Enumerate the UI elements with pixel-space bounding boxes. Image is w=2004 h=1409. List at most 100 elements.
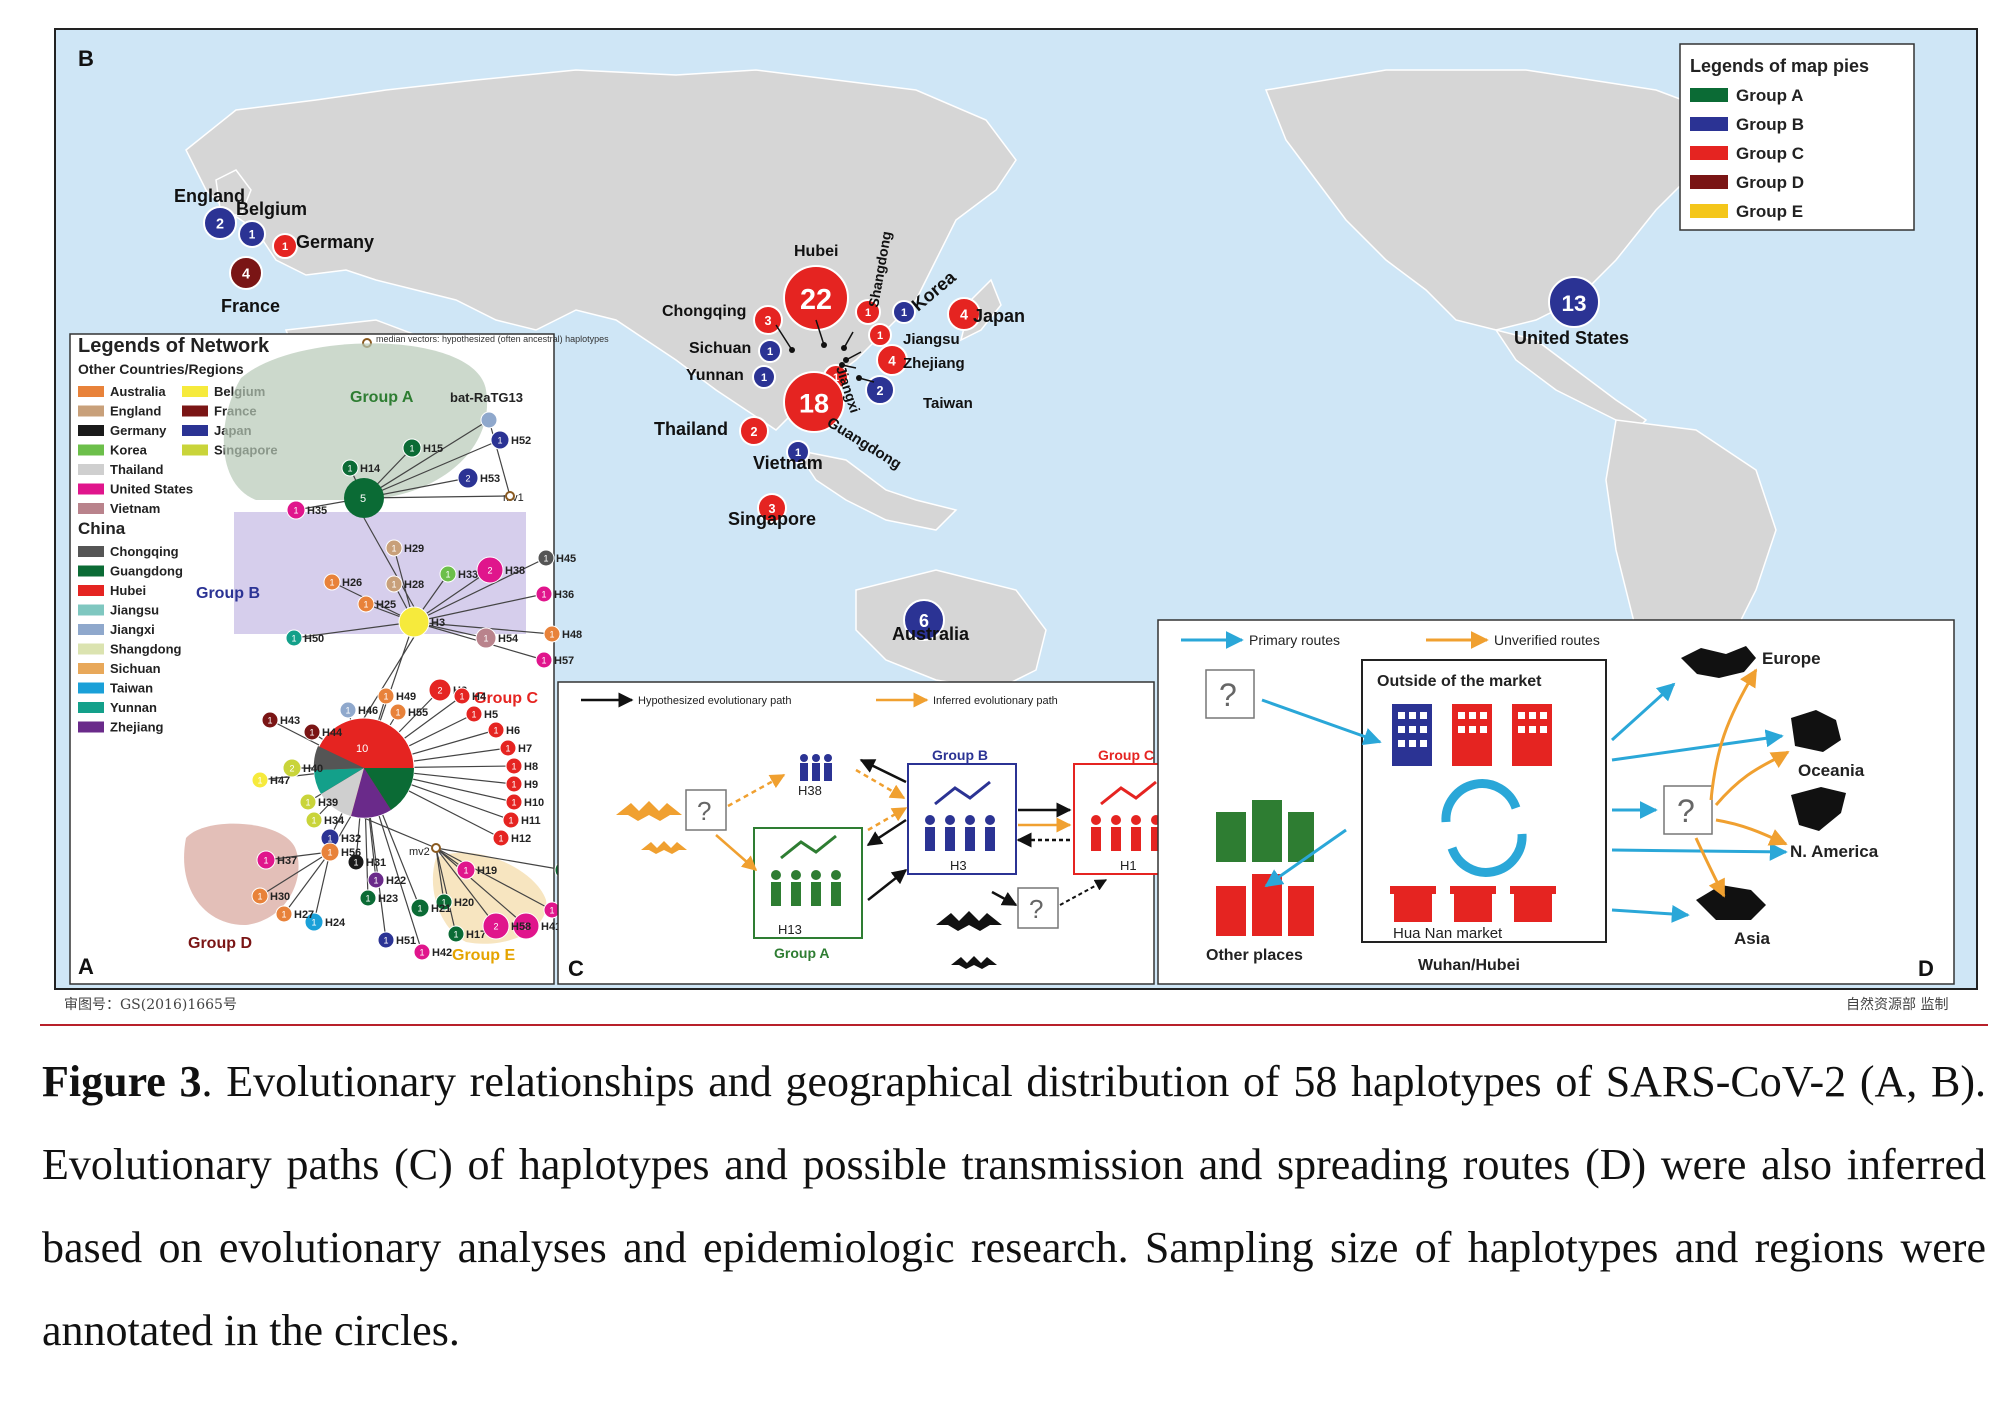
label-chongqing: Chongqing — [662, 303, 746, 320]
pie-count-sichuan: 1 — [767, 346, 773, 358]
node-h7 — [499, 739, 517, 757]
edge-h27 — [283, 851, 331, 915]
unknown-bat-box — [1017, 887, 1059, 929]
h1-slice-chongqing — [313, 746, 364, 770]
node-label-h22: H22 — [386, 875, 406, 887]
edge-h30 — [259, 851, 331, 897]
node-count-h56: 1 — [327, 848, 332, 858]
node-count-h57: 1 — [541, 656, 546, 666]
node-h42 — [413, 943, 431, 961]
node-count-h19: 1 — [463, 866, 468, 876]
node-label-h55: H55 — [408, 707, 428, 719]
panel-label-d: D — [1918, 956, 1934, 981]
network-nodes: 2H2H31H41H51H61H71H81H91H101H111H121H141… — [251, 430, 595, 961]
label-australia: Australia — [892, 624, 970, 644]
node-h49 — [377, 687, 395, 705]
group-c-box-title: Group C — [1098, 747, 1154, 763]
label-sichuan: Sichuan — [689, 340, 751, 357]
map-legend-title: Legends of map pies — [1690, 56, 1869, 76]
node-count-h30: 1 — [257, 892, 262, 902]
unknown-origin-box — [1205, 669, 1255, 719]
pie-shangdong — [855, 299, 881, 325]
node-h33 — [439, 565, 457, 583]
outside-market-label: Outside of the market — [1377, 673, 1542, 690]
namerica-label: N. America — [1790, 842, 1879, 861]
pie-taiwan — [865, 375, 895, 405]
unverified-route-arrows — [1694, 668, 1790, 898]
edge-h1-mv2 — [363, 817, 437, 849]
edge-h13-h3 — [363, 517, 415, 608]
label-singapore: Singapore — [728, 509, 816, 529]
group-a-region — [223, 343, 488, 500]
pie-count-korea: 1 — [901, 307, 907, 319]
node-count-h53: 2 — [465, 474, 470, 484]
node-h53 — [457, 467, 479, 489]
node-label-h27: H27 — [294, 909, 314, 921]
pie-count-singapore: 3 — [768, 502, 775, 516]
edge-h24 — [313, 851, 331, 923]
cycle-icon — [1441, 779, 1527, 877]
h13-box-label: H13 — [778, 922, 802, 937]
node-label-h20: H20 — [454, 897, 474, 909]
pie-count-chongqing: 3 — [764, 314, 771, 328]
legend-label-group-c: Group C — [1736, 144, 1804, 163]
node-h29 — [385, 539, 403, 557]
legend-swatch-group-c — [1690, 146, 1728, 160]
edge-h20 — [435, 847, 445, 903]
other-regions-title: Other Countries/Regions — [78, 361, 244, 377]
node-h28 — [385, 575, 403, 593]
legend-label-group-a: Group A — [1736, 86, 1803, 105]
oceania-label: Oceania — [1798, 761, 1865, 780]
node-label-h24: H24 — [325, 917, 346, 929]
node-h57 — [535, 651, 553, 669]
node-label-h54: H54 — [498, 633, 519, 645]
europe-icon — [1681, 646, 1756, 678]
node-label-h42: H42 — [432, 947, 452, 959]
other-places-buildings — [1216, 800, 1314, 936]
node-h11 — [502, 811, 520, 829]
node-label-h53: H53 — [480, 473, 500, 485]
pie-australia — [903, 599, 945, 641]
caption-text: . Evolutionary relationships and geograp… — [42, 1057, 1986, 1355]
node-count-h54: 1 — [483, 634, 488, 644]
legend-label-group-e: Group E — [1736, 202, 1803, 221]
node-label-h56: H56 — [341, 847, 361, 859]
node-label-h28: H28 — [404, 579, 424, 591]
legend-swatch-chongqing — [78, 546, 104, 557]
continent-silhouettes — [1681, 646, 1846, 920]
mv2-label: mv2 — [409, 846, 430, 858]
legend-swatch-australia — [78, 386, 104, 397]
group-d-region — [184, 823, 299, 926]
legend-label-chongqing: Chongqing — [110, 544, 179, 559]
evolution-arrows — [715, 758, 1108, 907]
node-label-h17: H17 — [466, 929, 486, 941]
node-count-h35: 1 — [293, 506, 298, 516]
group-a-people-icon — [771, 834, 841, 906]
legend-label-zhejiang: Zhejiang — [110, 720, 164, 735]
legend-swatch-thailand — [78, 464, 104, 475]
node-h6 — [487, 721, 505, 739]
node-h47 — [251, 771, 269, 789]
node-label-h12: H12 — [511, 833, 531, 845]
legend-swatch-singapore — [182, 444, 208, 456]
pie-count-belgium: 1 — [249, 229, 256, 242]
pie-count-thailand: 2 — [750, 425, 757, 439]
legend-inferred: Inferred evolutionary path — [933, 695, 1058, 707]
node-h17 — [447, 925, 465, 943]
h1-box-label: H1 — [1120, 858, 1137, 873]
node-count-h8: 1 — [511, 762, 516, 772]
h1-count: 10 — [356, 743, 368, 755]
node-h37 — [256, 850, 276, 870]
group-b-label: Group B — [196, 585, 260, 602]
legend-china: ChongqingGuangdongHubeiJiangsuJiangxiSha… — [78, 544, 183, 735]
node-count-h40: 2 — [289, 764, 294, 774]
pie-korea — [892, 300, 916, 324]
pie-guangdong — [783, 371, 845, 433]
pie-count-united-states: 13 — [1561, 291, 1586, 316]
edge-h37 — [265, 851, 331, 861]
node-h12 — [492, 829, 510, 847]
node-count-h36: 1 — [541, 590, 546, 600]
legend-label-jiangsu: Jiangsu — [110, 603, 159, 618]
node-label-h14: H14 — [360, 463, 381, 475]
